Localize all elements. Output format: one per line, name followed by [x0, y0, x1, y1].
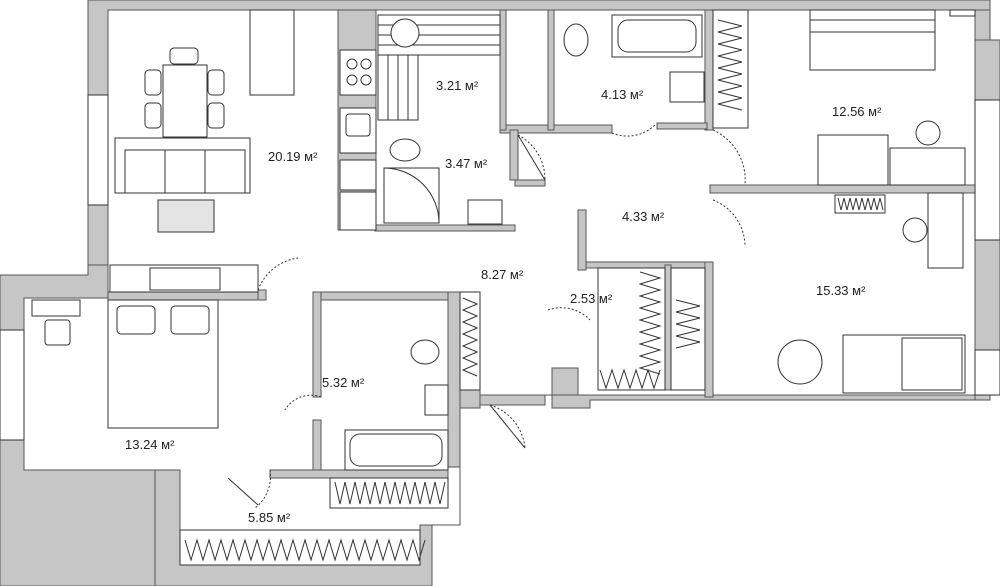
door-swings	[227, 124, 746, 509]
room-area-closet: 2.53 м²	[570, 291, 613, 306]
room-area-bedroom-top-right: 12.56 м²	[832, 104, 882, 119]
windows	[0, 9, 1000, 441]
room-area-sauna: 3.21 м²	[436, 78, 479, 93]
furniture	[31, 9, 966, 566]
room-area-bathroom-middle: 5.32 м²	[322, 375, 365, 390]
room-area-bedroom-right: 15.33 м²	[816, 283, 866, 298]
room-area-bedroom-left: 13.24 м²	[125, 437, 175, 452]
room-area-living: 20.19 м²	[268, 149, 318, 164]
wardrobe-hangers	[184, 19, 884, 562]
room-area-bathroom-top: 4.13 м²	[601, 87, 644, 102]
room-area-dressing-room: 5.85 м²	[248, 510, 291, 525]
room-area-shower-room: 3.47 м²	[445, 156, 488, 171]
room-area-hall-upper: 4.33 м²	[622, 209, 665, 224]
room-labels: 20.19 м² 3.21 м² 3.47 м² 4.13 м² 12.56 м…	[125, 78, 882, 525]
room-area-corridor: 8.27 м²	[481, 267, 524, 282]
